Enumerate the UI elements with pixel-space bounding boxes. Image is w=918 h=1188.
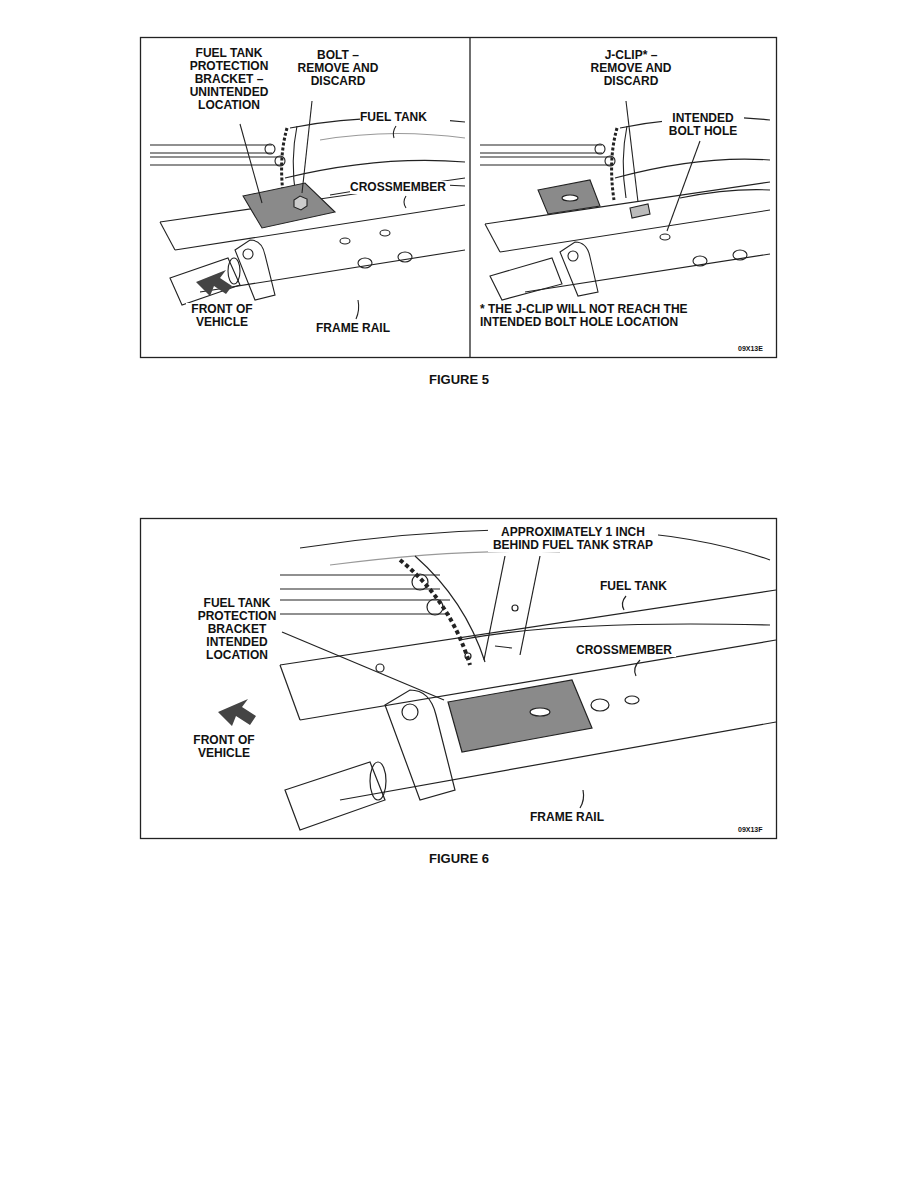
part-label: FRAME RAIL bbox=[316, 322, 406, 335]
figure-code: 09X13F bbox=[738, 825, 772, 834]
part-label: FUEL TANK PROTECTION BRACKET – UNINTENDE… bbox=[185, 47, 273, 112]
part-label: J-CLIP* – REMOVE AND DISCARD bbox=[587, 49, 675, 88]
part-label: FUEL TANK bbox=[600, 580, 690, 593]
figure-caption: FIGURE 6 bbox=[409, 851, 509, 866]
figure-code: 09X13E bbox=[738, 344, 772, 353]
figure-caption: FIGURE 5 bbox=[409, 372, 509, 387]
part-label: FRONT OF VEHICLE bbox=[186, 303, 258, 329]
dimension-label: APPROXIMATELY 1 INCH BEHIND FUEL TANK ST… bbox=[488, 526, 658, 552]
part-label: CROSSMEMBER bbox=[576, 644, 676, 657]
part-label: CROSSMEMBER bbox=[350, 181, 450, 194]
part-label: FRONT OF VEHICLE bbox=[188, 734, 260, 760]
note-text: * THE J-CLIP WILL NOT REACH THE INTENDED… bbox=[480, 303, 720, 329]
part-label: BOLT – REMOVE AND DISCARD bbox=[294, 49, 382, 88]
part-label: FUEL TANK PROTECTION BRACKET INTENDED LO… bbox=[194, 597, 280, 662]
part-label: INTENDED BOLT HOLE bbox=[662, 112, 744, 138]
part-label: FUEL TANK bbox=[360, 111, 450, 124]
part-label: FRAME RAIL bbox=[530, 811, 620, 824]
